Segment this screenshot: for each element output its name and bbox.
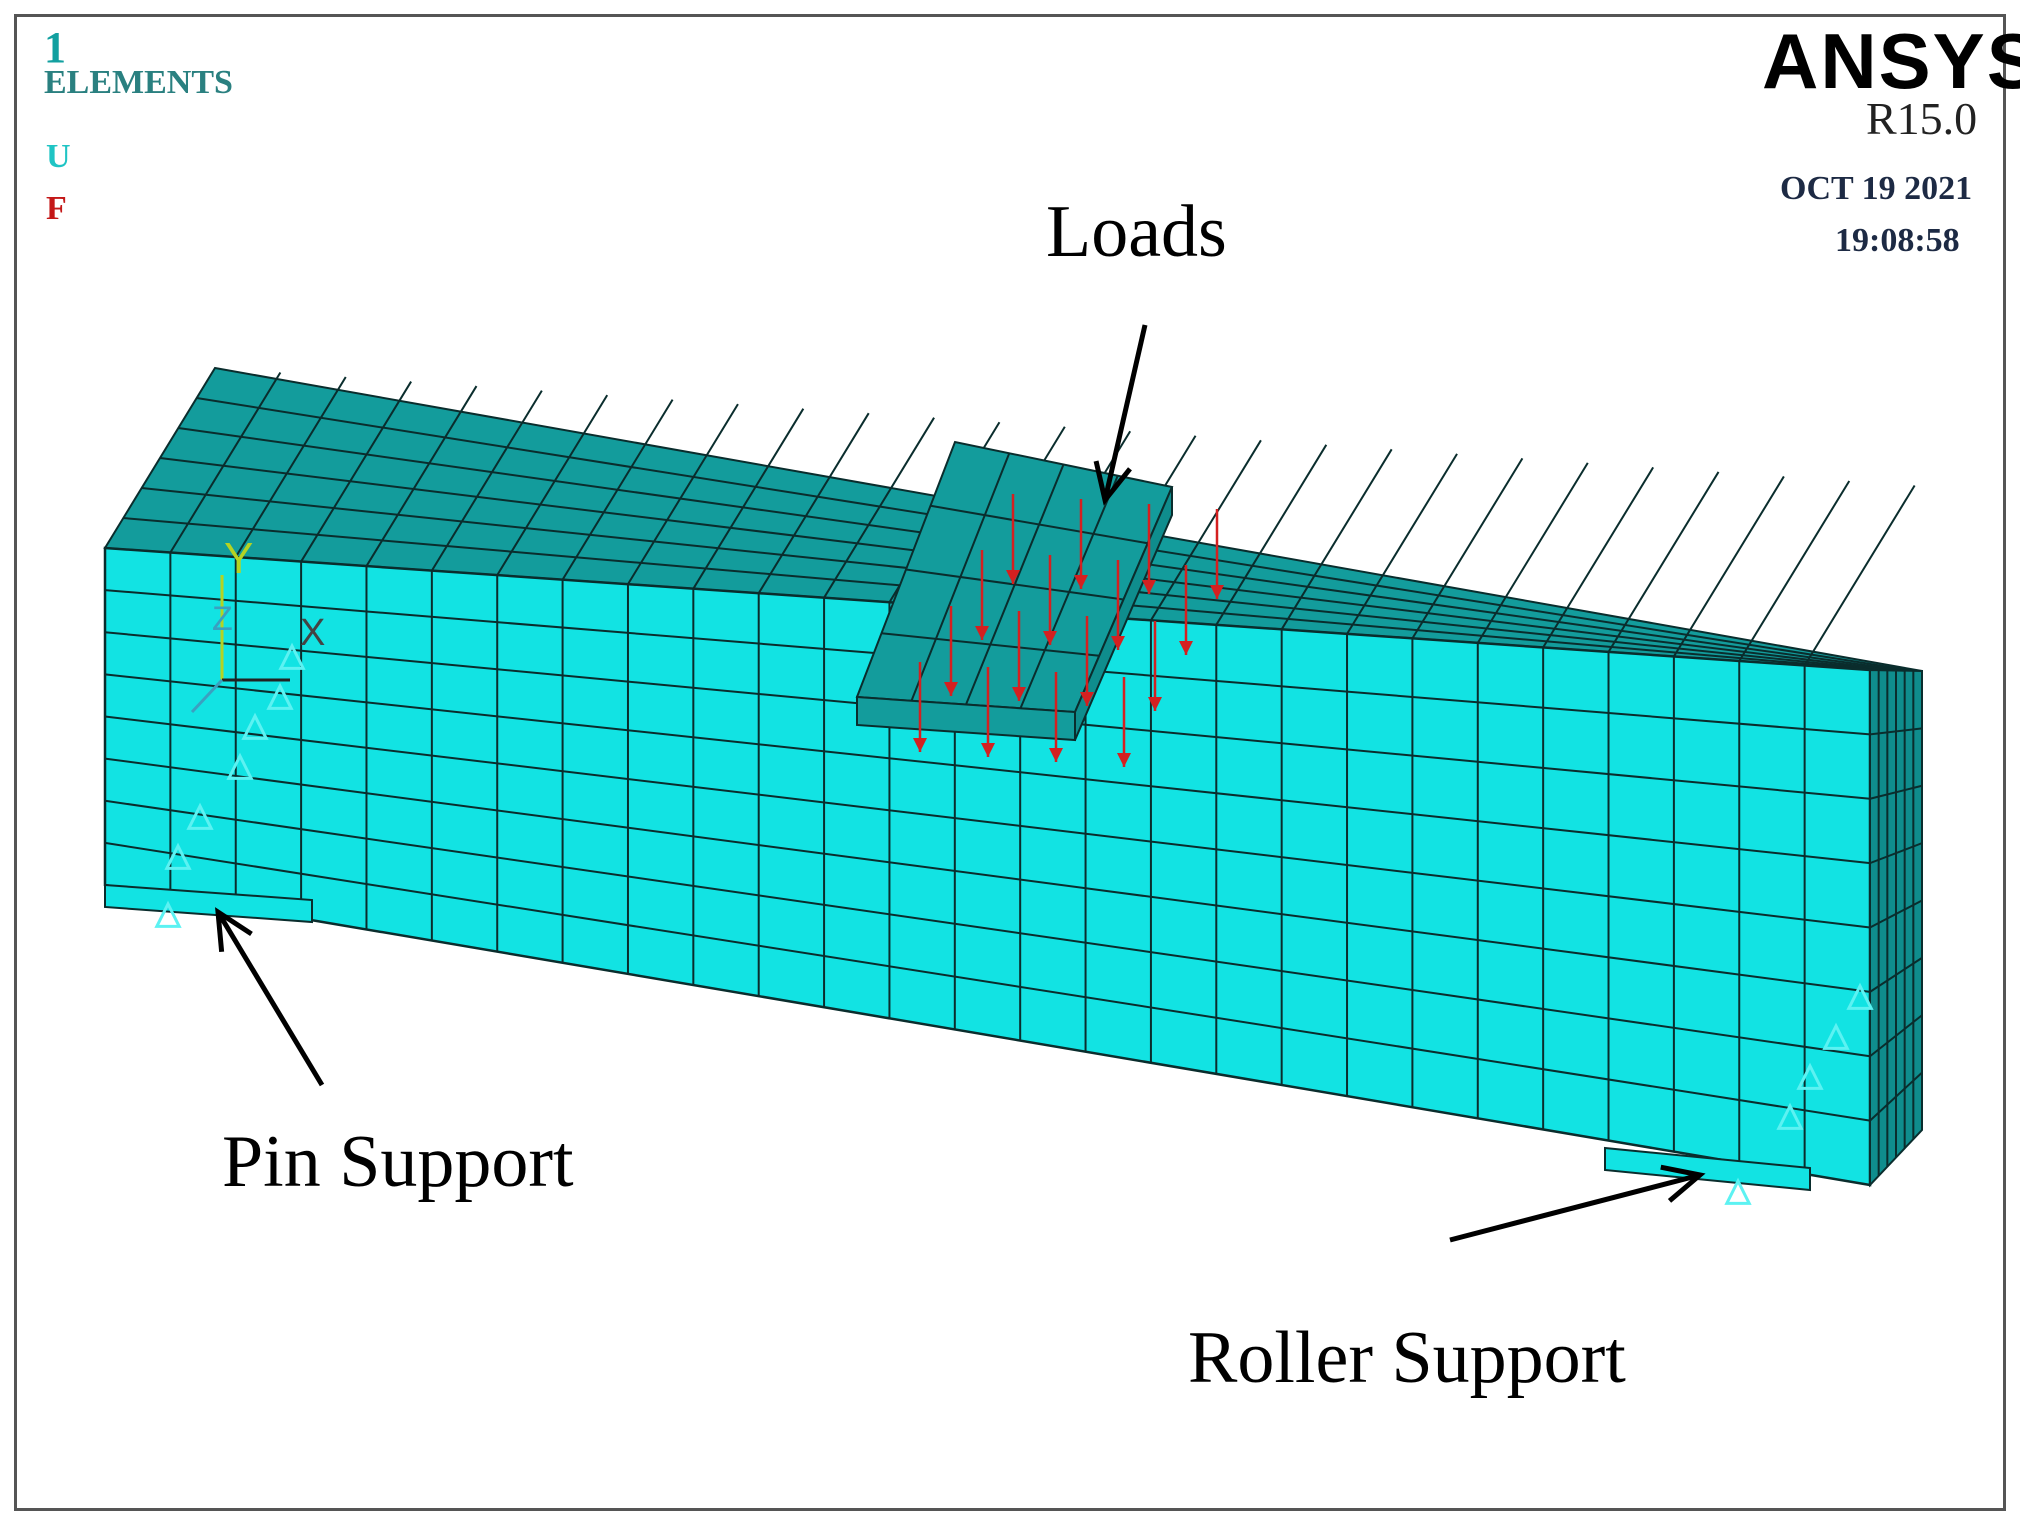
top-mesh-line: [1346, 453, 1458, 635]
top-mesh-line: [1150, 439, 1262, 621]
roller-constraint-symbol: [1724, 1177, 1752, 1205]
front-mesh-line: [104, 799, 1871, 1058]
load-arrow-head: [1049, 748, 1063, 762]
pin-constraint-symbol: [186, 802, 214, 830]
roller-constraint-symbol: [1846, 982, 1874, 1010]
top-mesh-line: [757, 412, 870, 594]
pin-constraint-symbol: [226, 752, 254, 780]
loads-callout-arrow-head: [1093, 460, 1132, 506]
front-mesh-line: [104, 841, 1871, 1122]
pin-constraint-symbol: [164, 842, 192, 870]
load-arrow-head: [1148, 697, 1162, 711]
top-mesh-line: [430, 390, 543, 572]
end-mesh-line: [1869, 842, 1923, 865]
load-arrow-head: [1080, 692, 1094, 706]
load-arrow-head: [1210, 585, 1224, 599]
top-mesh-line: [365, 385, 478, 567]
plot-date: OCT 19 2021: [1780, 170, 1973, 207]
pin-support-plate: [104, 883, 313, 924]
end-mesh-line: [1869, 784, 1923, 800]
roller-constraint-symbol: [1796, 1062, 1824, 1090]
roller-callout-arrow-shaft: [1449, 1172, 1701, 1243]
legend-f-label: F: [46, 190, 67, 227]
top-mesh-line: [300, 381, 412, 563]
load-arrow-head: [1179, 641, 1193, 655]
top-mesh-line: [1215, 444, 1328, 626]
top-mesh-line: [1673, 475, 1785, 657]
load-arrows: [913, 494, 1224, 767]
top-mesh-line: [1411, 457, 1524, 639]
plate-mesh-line: [881, 632, 1100, 657]
pin-callout-arrow-head: [215, 907, 253, 953]
coordinate-triad: [190, 575, 290, 714]
triad-x-label: X: [300, 612, 326, 654]
triad-y-label: Y: [224, 534, 254, 583]
end-mesh-line: [1869, 1071, 1923, 1122]
support-constraint-symbols: [154, 642, 1874, 1205]
load-arrow-head: [913, 738, 927, 752]
plate-mesh-line: [930, 504, 1148, 545]
roller-support-plate: [1604, 1146, 1811, 1192]
top-mesh-line: [234, 376, 347, 558]
top-mesh-line: [1803, 484, 1916, 667]
callout-arrows: [215, 324, 1706, 1243]
plate-mesh-line: [905, 568, 1124, 601]
plot-type-label: ELEMENTS: [44, 64, 233, 101]
viewport-frame: [14, 14, 2006, 1511]
ansys-logo-text: ANSYS: [1762, 17, 2020, 105]
top-mesh-line: [1542, 466, 1655, 648]
triad-z-label: Z: [212, 600, 233, 638]
legend-u-label: U: [46, 138, 71, 175]
load-arrow-head: [1012, 687, 1026, 701]
end-mesh-line: [1869, 727, 1923, 736]
pin-constraint-symbol: [154, 900, 182, 928]
top-mesh-line: [692, 408, 805, 590]
load-arrow-head: [1111, 636, 1125, 650]
end-mesh-line: [1869, 1014, 1923, 1058]
roller-support-label: Roller Support: [1188, 1317, 1626, 1399]
plot-time: 19:08:58: [1835, 222, 1960, 259]
pin-support-label: Pin Support: [222, 1121, 574, 1203]
front-mesh-line: [104, 715, 1871, 929]
beam-end-face-mesh: [1869, 668, 1923, 1188]
top-mesh-line: [496, 394, 609, 576]
loads-label: Loads: [1046, 191, 1227, 273]
top-mesh-line: [823, 417, 935, 599]
load-arrow-head: [944, 682, 958, 696]
window-number: 1: [44, 23, 66, 72]
triad-z-axis: [190, 678, 224, 714]
pin-callout-arrow-shaft: [215, 910, 325, 1087]
ansys-version: R15.0: [1866, 93, 1978, 144]
load-arrow-head: [1074, 575, 1088, 589]
end-mesh-line: [1869, 957, 1923, 993]
top-mesh-line: [1738, 480, 1851, 662]
load-arrow-head: [1142, 580, 1156, 594]
load-arrow-head: [975, 626, 989, 640]
roller-constraint-symbol: [1822, 1022, 1850, 1050]
roller-constraint-symbol: [1776, 1102, 1804, 1130]
top-mesh-line: [627, 403, 739, 585]
pin-constraint-symbol: [278, 642, 306, 670]
roller-callout-arrow-head: [1660, 1164, 1706, 1203]
pin-constraint-symbol: [266, 682, 294, 710]
top-mesh-line: [169, 371, 282, 554]
front-mesh-line: [104, 757, 1871, 993]
front-mesh-line: [104, 673, 1871, 865]
support-plates: [104, 883, 1811, 1192]
top-mesh-line: [1280, 448, 1393, 630]
beam-front-face-mesh: [103, 546, 1872, 1187]
top-mesh-line: [1607, 471, 1720, 653]
end-mesh-line: [1869, 899, 1923, 929]
pin-constraint-symbol: [241, 712, 269, 740]
load-arrow-head: [1117, 753, 1131, 767]
loads-callout-arrow-shaft: [1102, 324, 1148, 501]
load-arrow-head: [981, 743, 995, 757]
load-arrow-head: [1006, 570, 1020, 584]
load-arrow-head: [1043, 631, 1057, 645]
